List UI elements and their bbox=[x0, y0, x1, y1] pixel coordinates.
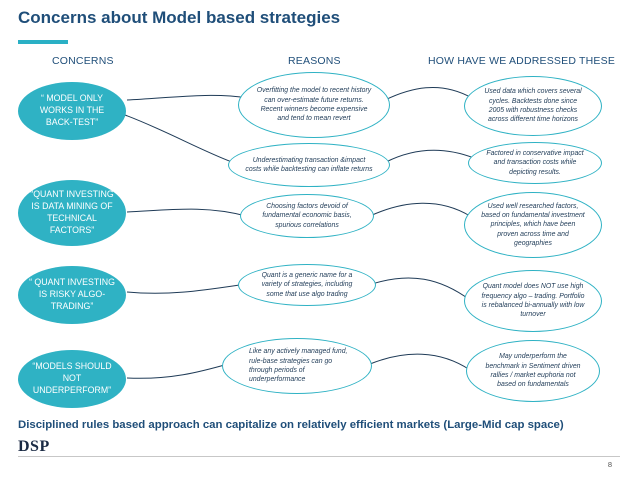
header-reasons: REASONS bbox=[288, 55, 341, 67]
header-addressed: HOW HAVE WE ADDRESSED THESE bbox=[428, 55, 616, 67]
concern-data-mining: “QUANT INVESTING IS DATA MINING OF TECHN… bbox=[18, 180, 126, 246]
response-no-hft: Quant model does NOT use high frequency … bbox=[464, 270, 602, 332]
title-underline bbox=[18, 40, 68, 44]
connector-concern2-reason3 bbox=[126, 208, 247, 217]
connector-concern3-reason4 bbox=[126, 283, 247, 294]
connector-concern1-reason1 bbox=[126, 94, 249, 101]
footer-note: Disciplined rules based approach can cap… bbox=[18, 419, 564, 431]
concern-underperform: “MODELS SHOULD NOT UNDERPERFORM” bbox=[18, 350, 126, 408]
reason-transaction-costs: Underestimating transaction &impact cost… bbox=[228, 143, 390, 187]
brand-logo: DSP bbox=[18, 438, 50, 455]
response-costs-factored: Factored in conservative impact and tran… bbox=[468, 142, 602, 184]
connector-reason4-response4 bbox=[371, 277, 471, 301]
reason-active-underperformance: Like any actively managed fund, rule-bas… bbox=[222, 338, 372, 394]
reason-factor-choice: Choosing factors devoid of fundamental e… bbox=[240, 194, 374, 238]
concern-backtest: “ MODEL ONLY WORKS IN THE BACK-TEST” bbox=[18, 82, 126, 140]
header-concerns: CONCERNS bbox=[52, 55, 114, 67]
connector-reason3-response3 bbox=[369, 202, 471, 217]
response-may-underperform: May underperform the benchmark in Sentim… bbox=[466, 340, 600, 402]
connector-concern4-reason5 bbox=[126, 363, 229, 379]
reason-generic-quant: Quant is a generic name for a variety of… bbox=[238, 264, 376, 306]
concern-algo-trading: “ QUANT INVESTING IS RISKY ALGO-TRADING” bbox=[18, 266, 126, 324]
page-title: Concerns about Model based strategies bbox=[18, 8, 341, 27]
response-data-cycles: Used data which covers several cycles. B… bbox=[464, 76, 602, 136]
page-number: 8 bbox=[607, 460, 612, 469]
connector-reason1-response1 bbox=[384, 86, 473, 101]
bottom-divider bbox=[18, 456, 620, 457]
reason-overfitting: Overfitting the model to recent history … bbox=[238, 72, 390, 138]
response-researched-factors: Used well researched factors, based on f… bbox=[464, 192, 602, 258]
connector-reason5-response5 bbox=[369, 353, 471, 371]
connector-concern1-reason2 bbox=[124, 114, 233, 163]
connector-reason2-response2 bbox=[385, 149, 475, 163]
